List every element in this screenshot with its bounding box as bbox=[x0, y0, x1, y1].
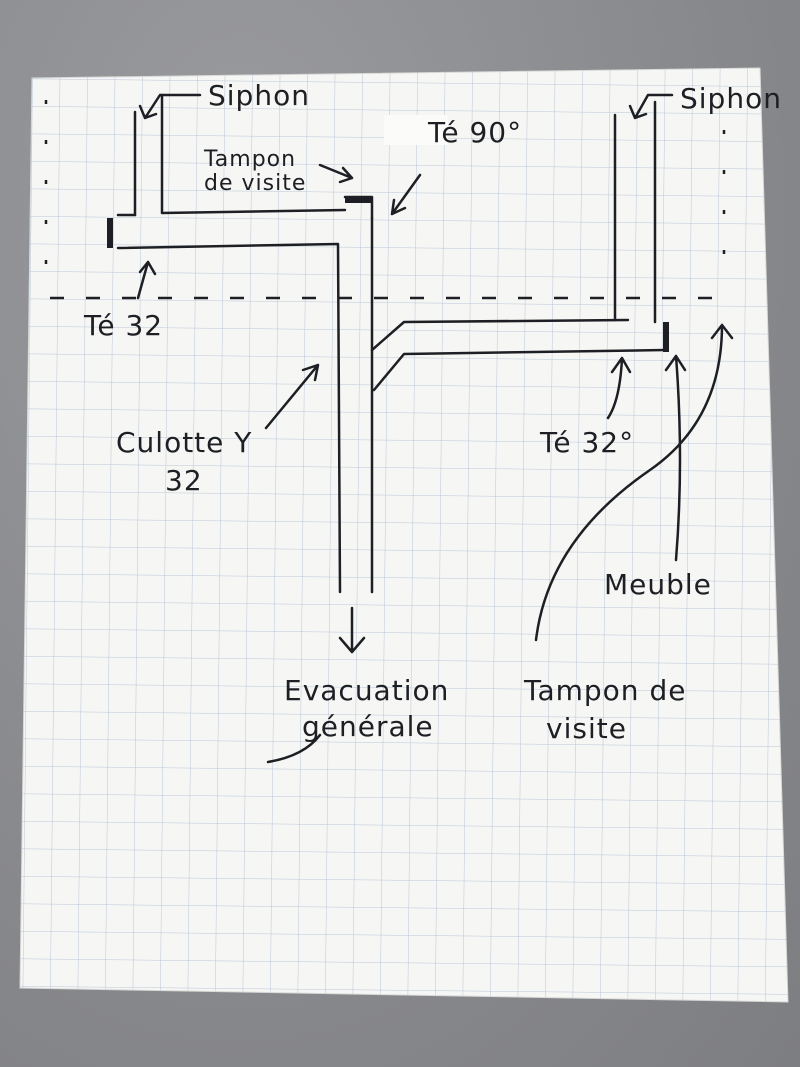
culotte-y-branch bbox=[370, 318, 667, 392]
te-90-arrow bbox=[390, 173, 422, 216]
meuble-arrow bbox=[664, 354, 687, 562]
label-siphon-left: Siphon bbox=[208, 79, 310, 112]
tampon-top-arrow bbox=[318, 163, 354, 184]
label-te-32-right: Té 32° bbox=[539, 426, 634, 459]
label-te-90: Té 90° bbox=[427, 116, 522, 149]
label-te-32-left: Té 32 bbox=[83, 309, 163, 342]
left-siphon-pipe bbox=[133, 93, 347, 217]
te-32-left-arrow bbox=[136, 260, 157, 300]
label-tampon-bottom-2: visite bbox=[546, 712, 627, 745]
label-siphon-right: Siphon bbox=[680, 82, 782, 115]
right-siphon-pipe bbox=[613, 100, 657, 324]
label-tampon-top-2: de visite bbox=[204, 171, 306, 196]
culotte-arrow bbox=[264, 363, 320, 430]
label-tampon-top-1: Tampon bbox=[203, 147, 296, 172]
label-culotte-1: Culotte Y bbox=[116, 426, 252, 459]
label-meuble: Meuble bbox=[604, 568, 712, 601]
tampon-bottom-arrow bbox=[534, 323, 734, 642]
label-tampon-bottom-1: Tampon de bbox=[523, 674, 686, 707]
siphon-right-arrow bbox=[628, 93, 674, 120]
label-evacuation-1: Evacuation bbox=[284, 674, 449, 707]
te-32-right-arrow bbox=[606, 356, 632, 420]
left-horizontal-pipe bbox=[116, 213, 374, 594]
label-evacuation-2: générale bbox=[302, 710, 434, 743]
label-culotte-2: 32 bbox=[165, 464, 203, 497]
evacuation-underline bbox=[266, 733, 322, 764]
siphon-left-arrow bbox=[138, 93, 202, 120]
white-out-patch bbox=[384, 115, 448, 145]
evacuation-arrow bbox=[338, 606, 366, 654]
